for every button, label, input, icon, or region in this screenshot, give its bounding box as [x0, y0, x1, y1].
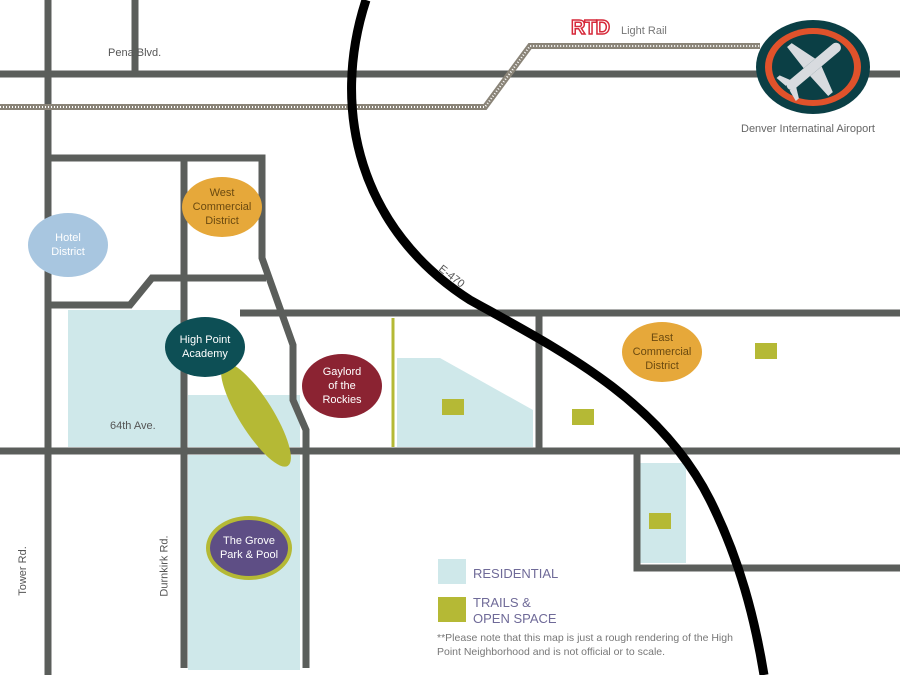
light-rail-track	[0, 43, 760, 110]
legend-residential: RESIDENTIAL	[473, 566, 559, 581]
light-rail-label: Light Rail	[621, 25, 667, 37]
rtd-logo: RTD	[570, 16, 611, 40]
legend-swatches	[438, 559, 466, 622]
open-space-squares	[442, 343, 777, 529]
tower-rd-label: Tower Rd.	[16, 546, 29, 596]
64th-ave-label: 64th Ave.	[110, 420, 156, 432]
durnkirk-rd-label: Durnkirk Rd.	[158, 535, 171, 597]
residential-areas	[68, 310, 686, 670]
airport-icon	[756, 20, 870, 114]
airport-label: Denver Internatinal Airoport	[741, 123, 875, 135]
trail-ellipse	[221, 363, 291, 467]
disclaimer-note: **Please note that this map is just a ro…	[437, 632, 733, 658]
pena-blvd-label: Pena Blvd.	[108, 47, 162, 59]
e470-highway	[347, 0, 769, 675]
legend-trails: TRAILS &OPEN SPACE	[473, 595, 557, 626]
